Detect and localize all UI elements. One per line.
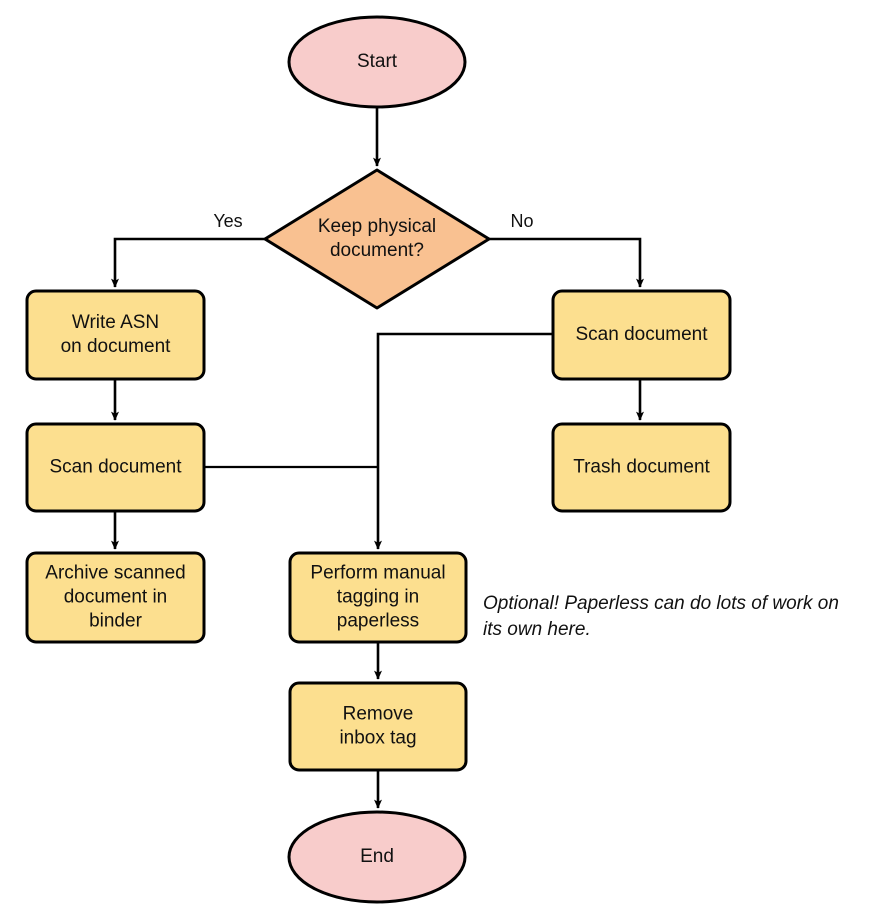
- edge-scan-right-to-manual-tagging: [374, 332, 553, 550]
- process-shape-remove-inbox-tag: [288, 681, 468, 772]
- node-label-scan-document-right: Scan document: [575, 324, 708, 345]
- node-label-trash-document: Trash document: [573, 457, 710, 478]
- process-shape-trash-document: [551, 422, 732, 513]
- edge-path-decision-no-to-scan-right: [489, 237, 644, 288]
- edges-layer: Yes No: [111, 107, 644, 809]
- process-shape-scan-document-left: [25, 422, 206, 513]
- node-label-end: End: [360, 846, 394, 867]
- annotation-text-optional-note: Optional! Paperless can do lots of work …: [483, 593, 839, 640]
- node-label-scan-document-left: Scan document: [49, 457, 182, 478]
- process-shape-perform-manual-tagging: [288, 551, 468, 644]
- edge-path-decision-yes-to-write-asn: [111, 237, 265, 288]
- annotations-layer: Optional! Paperless can do lots of work …: [483, 593, 839, 640]
- terminator-shape-end: [287, 810, 467, 904]
- decision-shape-keep-physical-document: [263, 168, 491, 310]
- process-shape-scan-document-right: [551, 289, 732, 381]
- node-start[interactable]: Start: [287, 15, 467, 109]
- edge-decision-no-to-scan-right: No: [489, 211, 644, 288]
- node-label-start: Start: [357, 51, 398, 72]
- node-end[interactable]: End: [287, 810, 467, 904]
- edge-decision-yes-to-write-asn: Yes: [111, 211, 265, 288]
- node-trash-document[interactable]: Trash document: [551, 422, 732, 513]
- process-shape-write-asn-on-document: [25, 289, 206, 381]
- process-shape-archive-scanned-document: [25, 551, 206, 644]
- edge-path-scan-right-to-manual-tagging: [374, 332, 553, 550]
- node-scan-document-right[interactable]: Scan document: [551, 289, 732, 381]
- terminator-shape-start: [287, 15, 467, 109]
- node-scan-document-left[interactable]: Scan document: [25, 422, 206, 513]
- annotation-optional-note: Optional! Paperless can do lots of work …: [483, 593, 839, 640]
- edge-label-decision-no-to-scan-right: No: [510, 211, 533, 231]
- edge-label-decision-yes-to-write-asn: Yes: [213, 211, 242, 231]
